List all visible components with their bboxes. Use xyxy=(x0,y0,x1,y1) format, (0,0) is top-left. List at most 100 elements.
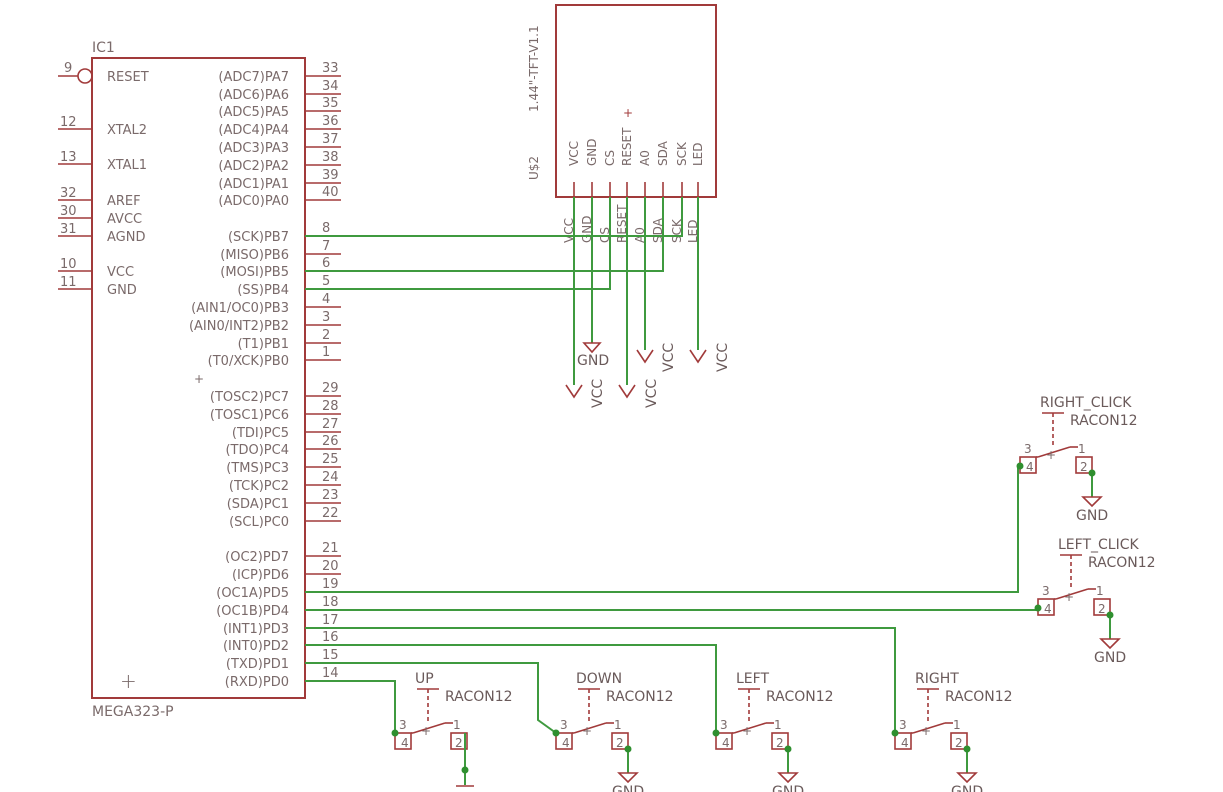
pushbuttons: UPRACON1234+12DOWNRACON1234+12GNDLEFTRAC… xyxy=(391,395,1156,792)
pin-label: (TOSC1)PC6 xyxy=(210,408,289,423)
ic1-symbol[interactable]: IC1 MEGA323-P + + 9 RESET 12 XTAL2 13 XT… xyxy=(58,40,341,720)
pin-num: 29 xyxy=(322,381,339,396)
tft-pin-label: LED xyxy=(691,142,705,166)
pin-label: (T0/XCK)PB0 xyxy=(208,354,289,369)
pin-num: 34 xyxy=(322,79,339,94)
pin-label: (TDI)PC5 xyxy=(232,426,289,441)
pin-num: 18 xyxy=(322,595,339,610)
gnd-label: GND xyxy=(1094,650,1126,666)
pin-label: (INT0)PD2 xyxy=(223,639,289,654)
pin-label: (TDO)PC4 xyxy=(225,443,289,458)
vcc-label: VCC xyxy=(590,379,606,408)
pin-num: 3 xyxy=(322,310,330,325)
pin-num: 31 xyxy=(60,222,77,237)
net-pd0[interactable] xyxy=(305,680,396,733)
pin-label: (RXD)PD0 xyxy=(225,675,289,690)
tft-display-symbol[interactable]: 1.44"-TFT-V1.1 U$2 + VCCVCCGNDGNDCSCSRES… xyxy=(527,4,717,243)
pin-label: (ICP)PD6 xyxy=(232,568,289,583)
pin-num: 30 xyxy=(60,204,77,219)
vcc-label: VCC xyxy=(715,343,731,372)
tft-pins: VCCVCCGNDGNDCSCSRESETRESETA0A0SDASDASCKS… xyxy=(562,127,705,243)
pin-num: 26 xyxy=(322,434,339,449)
net-cs[interactable] xyxy=(305,197,611,290)
pin-num: 22 xyxy=(322,506,339,521)
tft-name: U$2 xyxy=(527,156,541,180)
pin-label: AGND xyxy=(107,230,145,245)
pin-num: 17 xyxy=(322,613,339,628)
pin-label: (AIN0/INT2)PB2 xyxy=(189,319,289,334)
pin-label: (ADC6)PA6 xyxy=(218,88,289,103)
button-value: RACON12 xyxy=(1088,555,1156,571)
net-pd2[interactable] xyxy=(305,644,717,733)
gnd-label: GND xyxy=(612,784,644,792)
net-pd5[interactable] xyxy=(305,465,1021,593)
pin-label: (TOSC2)PC7 xyxy=(210,390,289,405)
tft-pin-label: SDA xyxy=(656,140,670,166)
switch-pin-num: 1 xyxy=(774,718,782,732)
ic1-origin-mark: + xyxy=(194,372,204,386)
pin-label: (ADC1)PA1 xyxy=(218,177,289,192)
switch-origin-mark: + xyxy=(582,724,592,738)
pin-num: 36 xyxy=(322,114,339,129)
pin-label: (SS)PB4 xyxy=(237,283,289,298)
tft-body[interactable] xyxy=(555,4,717,198)
pin-label: RESET xyxy=(107,70,149,85)
gnd-label: GND xyxy=(772,784,804,792)
switch-pin-num: 3 xyxy=(899,718,907,732)
pin-label: XTAL2 xyxy=(107,123,147,138)
reset-inversion-bubble xyxy=(77,68,93,84)
pin-num: 14 xyxy=(322,666,339,681)
pin-label: (ADC0)PA0 xyxy=(218,194,289,209)
ic1-body[interactable] xyxy=(91,57,306,699)
pin-label: (INT1)PD3 xyxy=(223,622,289,637)
pin-num: 27 xyxy=(322,417,339,432)
switch-pin-num: 4 xyxy=(901,736,909,750)
switch-origin-mark: + xyxy=(742,724,752,738)
pin-label: (SCL)PC0 xyxy=(229,515,289,530)
pin-num: 10 xyxy=(60,257,77,272)
tft-pin-label: A0 xyxy=(638,150,652,166)
gnd-label: GND xyxy=(951,784,983,792)
pin-label: AVCC xyxy=(107,212,142,227)
net-pd3[interactable] xyxy=(305,627,896,733)
net-pd1[interactable] xyxy=(305,662,557,734)
pin-num: 1 xyxy=(322,345,330,360)
pin-num: 21 xyxy=(322,541,339,556)
switch-pin-num: 1 xyxy=(1078,442,1086,456)
pin-label: (ADC3)PA3 xyxy=(218,141,289,156)
pin-label: AREF xyxy=(107,194,141,209)
pin-num: 8 xyxy=(322,221,330,236)
pin-num: 6 xyxy=(322,256,330,271)
pin-num: 12 xyxy=(60,115,77,130)
pin-num: 37 xyxy=(322,132,339,147)
ic1-origin-cross: + xyxy=(120,669,137,693)
tft-origin-mark: + xyxy=(623,106,633,120)
pin-label: (ADC7)PA7 xyxy=(218,70,289,85)
button-value: RACON12 xyxy=(945,689,1013,705)
pin-label: (OC1B)PD4 xyxy=(216,604,289,619)
pin-num: 38 xyxy=(322,150,339,165)
switch-origin-mark: + xyxy=(1046,448,1056,462)
switch-pin-num: 2 xyxy=(616,736,624,750)
pin-label: (TCK)PC2 xyxy=(229,479,289,494)
switch-origin-mark: + xyxy=(1064,590,1074,604)
pin-num: 4 xyxy=(322,292,330,307)
net-mosi[interactable] xyxy=(305,197,664,272)
tft-pin-label: CS xyxy=(603,150,617,166)
button-ground-wires xyxy=(456,733,474,787)
pin-label: (MISO)PB6 xyxy=(220,248,289,263)
tft-pin-label: VCC xyxy=(567,141,581,166)
net-sck[interactable] xyxy=(305,197,683,237)
pin-label: VCC xyxy=(107,265,134,280)
tft-pin-label: GND xyxy=(585,138,599,166)
switch-origin-mark: + xyxy=(921,724,931,738)
pin-num: 19 xyxy=(322,577,339,592)
switch-pin-num: 2 xyxy=(455,736,463,750)
